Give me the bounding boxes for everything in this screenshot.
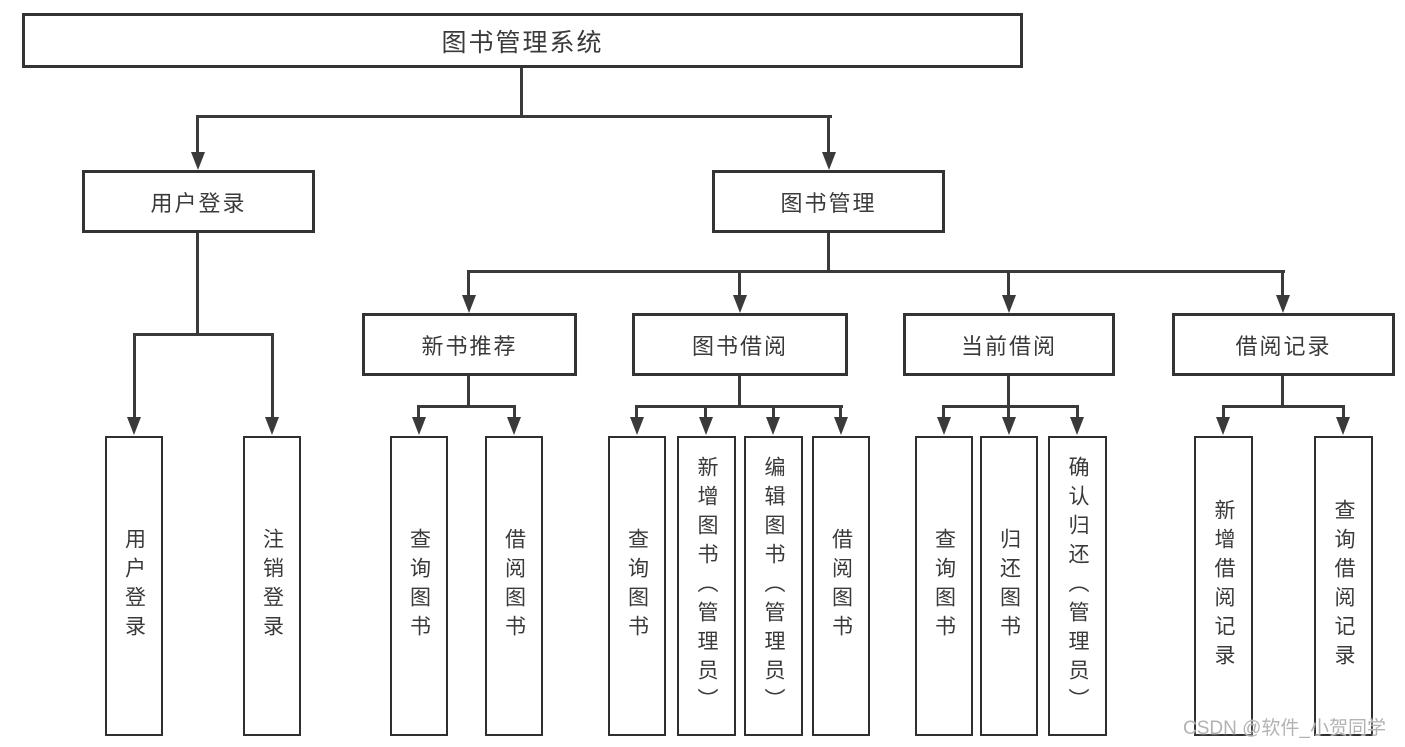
leaf-add-borrow-record: 新增借阅记录 bbox=[1194, 436, 1253, 736]
node-book-borrow-label: 图书借阅 bbox=[691, 333, 788, 359]
leaf-query-borrow-record: 查询借阅记录 bbox=[1314, 436, 1373, 736]
connector-current-borrow-stem bbox=[1007, 376, 1010, 407]
leaf-edit-book-admin-label: 编辑图书（管理员） bbox=[762, 455, 785, 717]
arrow-down-icon bbox=[191, 152, 205, 170]
arrow-down-icon bbox=[127, 417, 141, 435]
arrow-down-icon bbox=[462, 295, 476, 313]
arrow-down-icon bbox=[412, 417, 426, 435]
arrow-down-icon bbox=[1070, 417, 1084, 435]
connector-to-leaf-query-3 bbox=[942, 405, 945, 418]
node-current-borrow: 当前借阅 bbox=[903, 313, 1115, 376]
connector-borrow-records-stem bbox=[1281, 376, 1284, 407]
node-root: 图书管理系统 bbox=[22, 13, 1023, 68]
node-book-mgmt: 图书管理 bbox=[712, 170, 945, 233]
leaf-borrow-book-1-label: 借阅图书 bbox=[502, 528, 526, 644]
connector-to-leaf-logout bbox=[271, 333, 274, 417]
arrow-down-icon bbox=[1002, 295, 1016, 313]
connector-to-book-mgmt bbox=[827, 115, 830, 154]
node-user-login-label: 用户登录 bbox=[150, 190, 247, 216]
connector-book-borrow-rail bbox=[635, 405, 843, 408]
connector-new-book-rec-rail bbox=[417, 405, 516, 408]
leaf-query-book-1: 查询图书 bbox=[390, 436, 448, 736]
node-user-login: 用户登录 bbox=[82, 170, 315, 233]
connector-current-borrow-rail bbox=[942, 405, 1079, 408]
leaf-return-book: 归还图书 bbox=[980, 436, 1038, 736]
leaf-query-book-3: 查询图书 bbox=[915, 436, 973, 736]
arrow-down-icon bbox=[834, 417, 848, 435]
arrow-down-icon bbox=[507, 417, 521, 435]
node-book-mgmt-label: 图书管理 bbox=[780, 190, 877, 216]
connector-borrow-records-rail bbox=[1222, 405, 1345, 408]
node-current-borrow-label: 当前借阅 bbox=[960, 333, 1057, 359]
node-borrow-records: 借阅记录 bbox=[1172, 313, 1395, 376]
leaf-query-book-2-label: 查询图书 bbox=[625, 528, 649, 644]
connector-level3-rail bbox=[467, 270, 1285, 273]
arrow-down-icon bbox=[733, 295, 747, 313]
leaf-query-borrow-record-label: 查询借阅记录 bbox=[1332, 499, 1355, 673]
leaf-borrow-book-1: 借阅图书 bbox=[485, 436, 543, 736]
leaf-add-book-admin: 新增图书（管理员） bbox=[677, 436, 736, 736]
arrow-down-icon bbox=[937, 417, 951, 435]
node-root-label: 图书管理系统 bbox=[441, 28, 604, 57]
leaf-user-login: 用户登录 bbox=[105, 436, 163, 736]
leaf-query-book-3-label: 查询图书 bbox=[932, 528, 956, 644]
arrow-down-icon bbox=[822, 152, 836, 170]
connector-to-leaf-query-1 bbox=[417, 405, 420, 418]
arrow-down-icon bbox=[1276, 295, 1290, 313]
leaf-user-login-label: 用户登录 bbox=[122, 528, 146, 644]
arrow-down-icon bbox=[699, 417, 713, 435]
connector-to-leaf-query-record bbox=[1342, 405, 1345, 418]
arrow-down-icon bbox=[1216, 417, 1230, 435]
leaf-add-book-admin-label: 新增图书（管理员） bbox=[695, 455, 718, 717]
connector-to-leaf-query-2 bbox=[635, 405, 638, 418]
connector-to-leaf-return bbox=[1007, 405, 1010, 418]
connector-to-leaf-confirm-return bbox=[1076, 405, 1079, 418]
node-new-book-rec-label: 新书推荐 bbox=[421, 333, 518, 359]
connector-user-login-stem bbox=[196, 233, 199, 336]
connector-to-leaf-borrow-2 bbox=[839, 405, 842, 418]
connector-to-user-login bbox=[196, 115, 199, 154]
arrow-down-icon bbox=[265, 417, 279, 435]
leaf-confirm-return-admin-label: 确认归还（管理员） bbox=[1066, 455, 1089, 717]
connector-to-leaf-add-book bbox=[704, 405, 707, 418]
csdn-watermark: CSDN @软件_小贺同学 bbox=[1183, 718, 1386, 739]
leaf-return-book-label: 归还图书 bbox=[997, 528, 1021, 644]
leaf-logout-label: 注销登录 bbox=[260, 528, 284, 644]
node-book-borrow: 图书借阅 bbox=[632, 313, 848, 376]
leaf-borrow-book-2: 借阅图书 bbox=[812, 436, 870, 736]
arrow-down-icon bbox=[1002, 417, 1016, 435]
connector-root-stem bbox=[520, 68, 523, 118]
connector-book-borrow-stem bbox=[738, 376, 741, 407]
arrow-down-icon bbox=[1336, 417, 1350, 435]
connector-to-book-borrow bbox=[738, 270, 741, 297]
connector-to-leaf-borrow-1 bbox=[513, 405, 516, 418]
connector-level2-rail bbox=[196, 115, 832, 118]
leaf-query-book-1-label: 查询图书 bbox=[407, 528, 431, 644]
leaf-borrow-book-2-label: 借阅图书 bbox=[829, 528, 853, 644]
arrow-down-icon bbox=[766, 417, 780, 435]
leaf-logout: 注销登录 bbox=[243, 436, 301, 736]
connector-to-borrow-records bbox=[1281, 270, 1284, 297]
connector-to-new-book-rec bbox=[467, 270, 470, 297]
connector-to-leaf-edit-book bbox=[772, 405, 775, 418]
connector-user-login-rail bbox=[133, 333, 274, 336]
leaf-confirm-return-admin: 确认归还（管理员） bbox=[1048, 436, 1107, 736]
connector-new-book-rec-stem bbox=[467, 376, 470, 407]
connector-book-mgmt-stem bbox=[827, 233, 830, 273]
leaf-edit-book-admin: 编辑图书（管理员） bbox=[744, 436, 803, 736]
leaf-query-book-2: 查询图书 bbox=[608, 436, 666, 736]
connector-to-leaf-add-record bbox=[1222, 405, 1225, 418]
node-borrow-records-label: 借阅记录 bbox=[1235, 333, 1332, 359]
node-new-book-rec: 新书推荐 bbox=[362, 313, 577, 376]
connector-to-leaf-user-login bbox=[133, 333, 136, 417]
connector-to-current-borrow bbox=[1007, 270, 1010, 297]
leaf-add-borrow-record-label: 新增借阅记录 bbox=[1212, 499, 1235, 673]
arrow-down-icon bbox=[630, 417, 644, 435]
